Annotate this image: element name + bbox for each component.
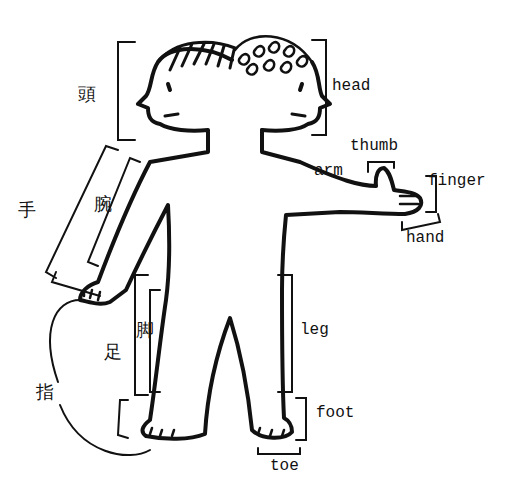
part-label: thumb <box>350 138 398 156</box>
part-label: 頭 <box>78 84 96 104</box>
part-label: 指 <box>36 382 54 402</box>
part-label: toe <box>270 458 299 476</box>
part-label: head <box>332 78 370 96</box>
part-label: hand <box>406 230 444 248</box>
part-label: foot <box>316 405 354 423</box>
part-label: arm <box>314 163 343 181</box>
part-label: leg <box>300 322 329 340</box>
part-label: 脚 <box>136 320 154 340</box>
part-label: finger <box>428 173 486 191</box>
part-label: 手 <box>18 200 36 220</box>
part-label: 足 <box>104 342 122 362</box>
part-label: 腕 <box>94 194 112 214</box>
